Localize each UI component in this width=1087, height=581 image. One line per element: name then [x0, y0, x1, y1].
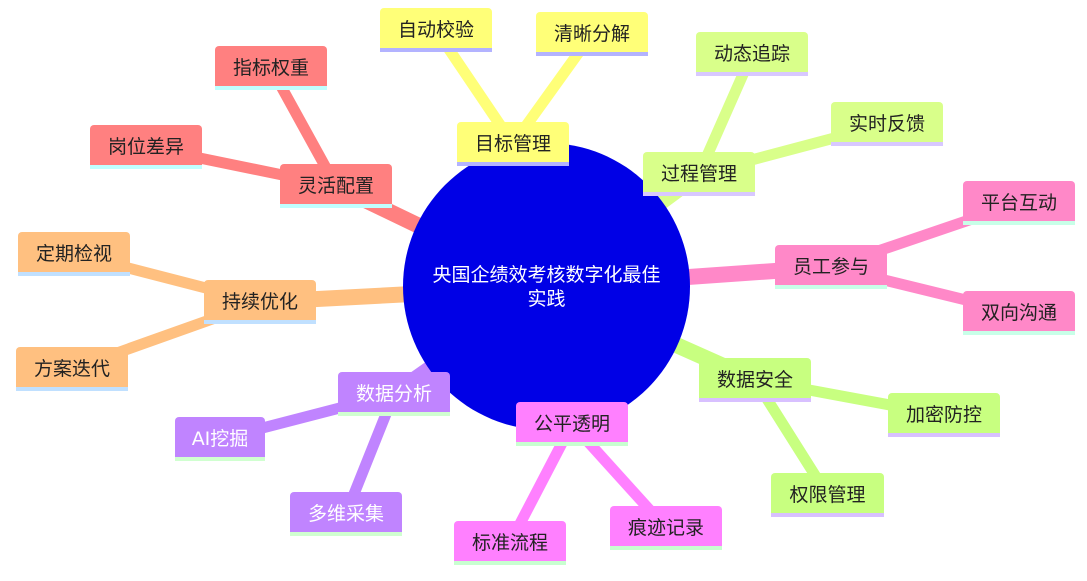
- leaf-node[interactable]: 动态追踪: [696, 32, 808, 76]
- branch-node[interactable]: 目标管理: [457, 122, 569, 166]
- leaf-node[interactable]: 痕迹记录: [610, 506, 722, 550]
- leaf-node[interactable]: 定期检视: [18, 232, 130, 276]
- leaf-node[interactable]: 方案迭代: [16, 347, 128, 391]
- branch-node[interactable]: 公平透明: [516, 402, 628, 446]
- leaf-node[interactable]: 实时反馈: [831, 102, 943, 146]
- leaf-node[interactable]: 标准流程: [454, 521, 566, 565]
- leaf-node[interactable]: 指标权重: [215, 46, 327, 90]
- leaf-node[interactable]: 岗位差异: [90, 125, 202, 169]
- leaf-node[interactable]: 权限管理: [771, 473, 884, 517]
- leaf-node[interactable]: 平台互动: [963, 181, 1075, 225]
- central-topic: 央国企绩效考核数字化最佳实践: [403, 143, 690, 430]
- branch-node[interactable]: 持续优化: [204, 280, 316, 324]
- leaf-node[interactable]: AI挖掘: [175, 417, 265, 461]
- central-topic-line2: 实践: [527, 287, 566, 310]
- central-topic-line1: 央国企绩效考核数字化最佳: [432, 263, 661, 286]
- branch-node[interactable]: 过程管理: [643, 152, 755, 196]
- leaf-node[interactable]: 自动校验: [380, 8, 492, 52]
- branch-node[interactable]: 灵活配置: [280, 164, 392, 208]
- leaf-node[interactable]: 双向沟通: [963, 291, 1075, 335]
- branch-node[interactable]: 员工参与: [775, 245, 887, 289]
- branch-node[interactable]: 数据分析: [338, 372, 450, 416]
- leaf-node[interactable]: 清晰分解: [536, 12, 648, 56]
- leaf-node[interactable]: 多维采集: [290, 492, 402, 536]
- branch-node[interactable]: 数据安全: [699, 358, 811, 402]
- leaf-node[interactable]: 加密防控: [888, 393, 1000, 437]
